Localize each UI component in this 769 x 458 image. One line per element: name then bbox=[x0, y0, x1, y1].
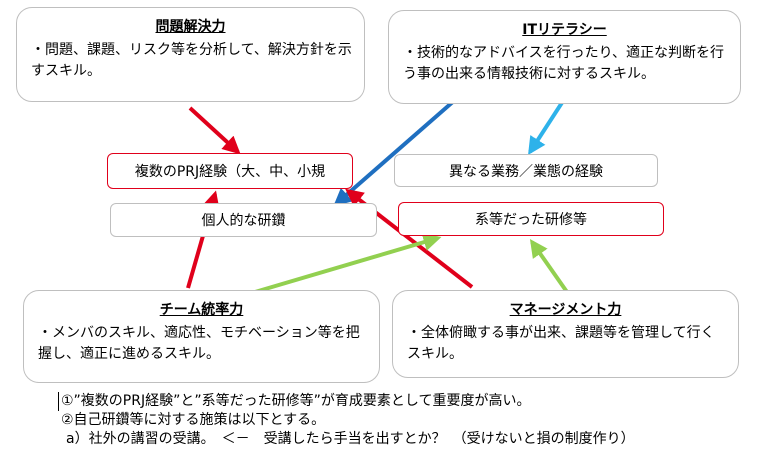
arrow-problem-to-multi-prj bbox=[188, 106, 241, 155]
team-leadership-title: チーム統率力 bbox=[159, 302, 244, 318]
arrow-it-to-multi-prj bbox=[333, 98, 457, 207]
team-leadership-desc: ・メンバのスキル、適応性、モチベーション等を把握し、適正に進めるスキル。 bbox=[38, 325, 360, 362]
self-study-label: 個人的な研鑽 bbox=[201, 213, 286, 229]
management-desc: ・全体俯瞰する事が出来、課題等を管理して行くスキル。 bbox=[407, 325, 715, 362]
problem-solving-title: 問題解決力 bbox=[155, 19, 226, 35]
note-line-3: a）社外の講習の受講。 ＜－ 受講したら手当を出すとか？ （受けないと損の制度作… bbox=[66, 431, 635, 447]
different-work-experience-box: 異なる業務／業態の経験 bbox=[394, 154, 658, 187]
note-line-2: ②自己研鑽等に対する施策は以下とする。 bbox=[61, 412, 326, 428]
systematic-training-box: 系等だった研修等 bbox=[398, 202, 664, 236]
it-literacy-card: ITリテラシー ・技術的なアドバイスを行ったり、適正な判断を行う事の出来る情報技… bbox=[388, 10, 741, 104]
team-leadership-card: チーム統率力 ・メンバのスキル、適応性、モチベーション等を把握し、適正に進めるス… bbox=[23, 290, 380, 383]
management-card: マネージメント力 ・全体俯瞰する事が出来、課題等を管理して行くスキル。 bbox=[392, 290, 739, 378]
self-study-box: 個人的な研鑽 bbox=[110, 203, 377, 237]
note-line-1: ①”複数のPRJ経験”と”系等だった研修等”が育成要素として重要度が高い。 bbox=[58, 392, 530, 411]
arrow-mgmt-to-training bbox=[529, 239, 569, 294]
multi-prj-experience-label: 複数のPRJ経験（大、中、小規 bbox=[134, 164, 326, 180]
multi-prj-experience-box: 複数のPRJ経験（大、中、小規 bbox=[107, 153, 353, 189]
management-title: マネージメント力 bbox=[509, 302, 622, 318]
arrow-it-to-diff-work bbox=[528, 96, 567, 156]
systematic-training-label: 系等だった研修等 bbox=[475, 212, 587, 228]
problem-solving-card: 問題解決力 ・問題、課題、リスク等を分析して、解決方針を示すスキル。 bbox=[16, 7, 365, 102]
it-literacy-desc: ・技術的なアドバイスを行ったり、適正な判断を行う事の出来る情報技術に対するスキル… bbox=[403, 45, 725, 82]
arrow-team-to-training bbox=[254, 233, 442, 294]
problem-solving-desc: ・問題、課題、リスク等を分析して、解決方針を示すスキル。 bbox=[31, 42, 352, 79]
different-work-experience-label: 異なる業務／業態の経験 bbox=[449, 163, 603, 180]
it-literacy-title: ITリテラシー bbox=[522, 22, 607, 38]
